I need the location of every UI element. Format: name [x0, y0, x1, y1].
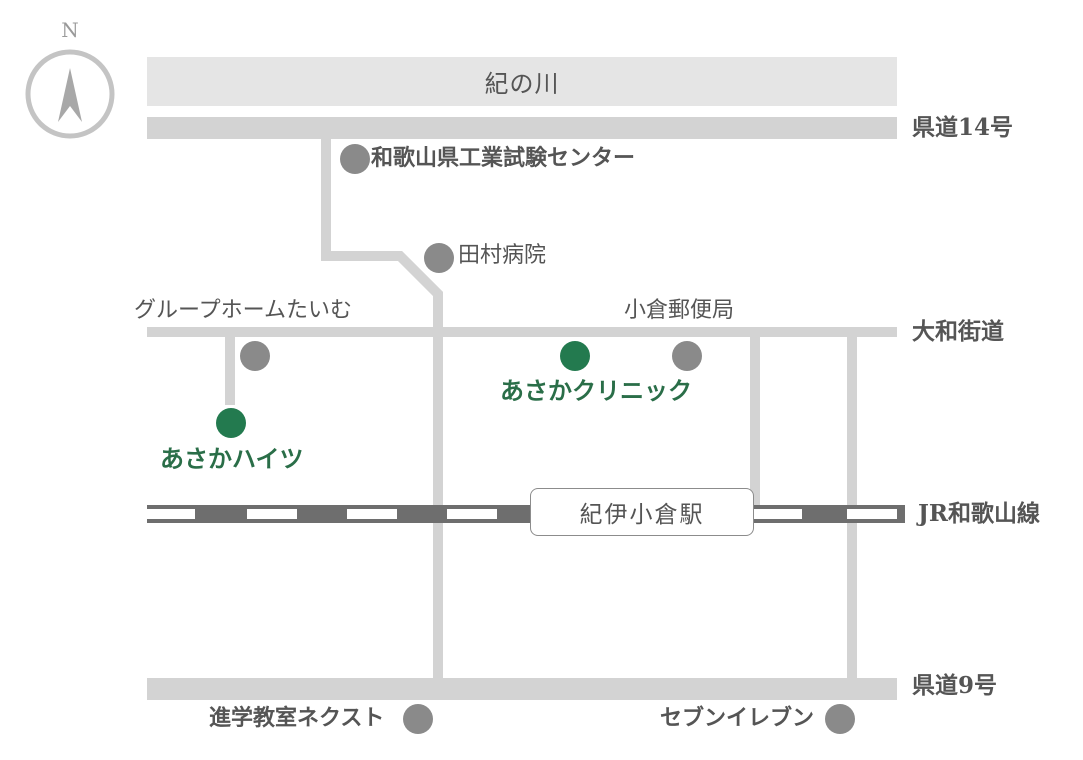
marker-post-office[interactable] [672, 341, 702, 371]
label-prefectural-9: 県道9号 [912, 672, 998, 699]
label-asaka-heights: あさかハイツ [160, 444, 304, 473]
kinokawa-river: 紀の川 [147, 57, 897, 106]
marker-asaka-heights[interactable] [216, 408, 246, 438]
road-prefectural-14 [147, 117, 897, 139]
north-arrow-icon [25, 49, 115, 139]
kii-ogura-station[interactable]: 紀伊小倉駅 [530, 488, 754, 536]
station-label: 紀伊小倉駅 [579, 502, 705, 528]
label-yamato-kaido: 大和街道 [912, 318, 1004, 345]
marker-industrial-center[interactable] [340, 144, 370, 174]
river-label: 紀の川 [484, 70, 560, 98]
marker-group-home[interactable] [240, 341, 270, 371]
jr-wakayama-line-track [147, 505, 905, 523]
label-prefectural-14: 県道14号 [912, 114, 1014, 141]
label-group-home: グループホームたいむ [134, 298, 353, 323]
label-seven-eleven: セブンイレブン [660, 705, 815, 731]
label-jr-line: JR和歌山線 [918, 500, 1040, 527]
marker-school[interactable] [403, 704, 433, 734]
label-post-office: 小倉郵便局 [624, 298, 735, 323]
label-asaka-clinic: あさかクリニック [500, 376, 692, 405]
label-school: 進学教室ネクスト [209, 705, 385, 731]
label-industrial-center: 和歌山県工業試験センター [371, 145, 636, 171]
compass-north-label: N [61, 18, 79, 42]
road-prefectural-9 [147, 678, 897, 700]
marker-asaka-clinic[interactable] [560, 341, 590, 371]
road-yamato-kaido [147, 327, 897, 337]
label-tamura-hospital: 田村病院 [458, 243, 547, 268]
marker-seven-eleven[interactable] [825, 704, 855, 734]
marker-tamura-hospital[interactable] [424, 243, 454, 273]
compass: N [22, 18, 118, 148]
